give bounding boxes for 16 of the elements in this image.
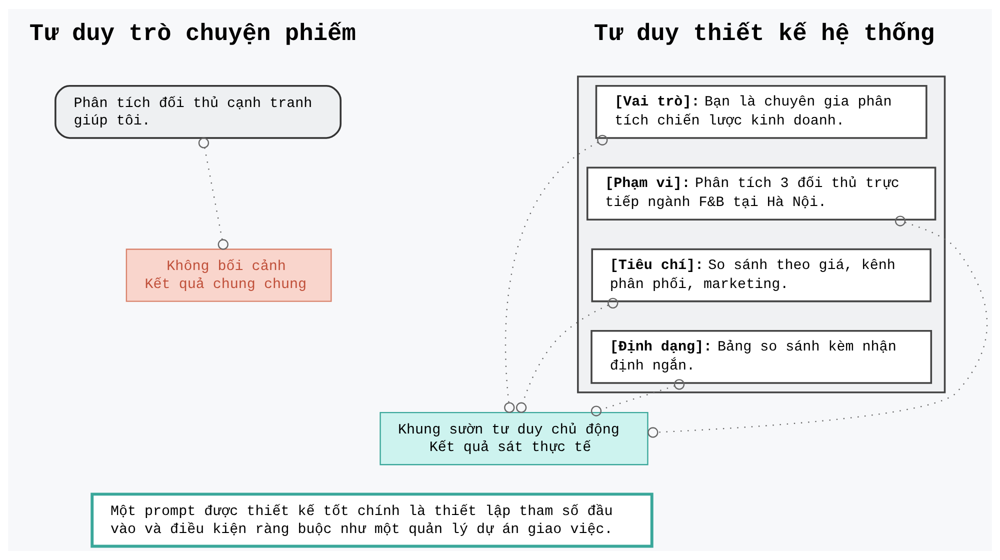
node-box: Khung sườn tư duy chủ động Kết quả sát thực tế bbox=[380, 412, 648, 466]
node-box: [Vai trò]: Bạn là chuyên gia phân tích chiến lược kinh doanh. bbox=[595, 85, 928, 139]
node-box: Không bối cảnh Kết quả chung chung bbox=[126, 248, 332, 302]
connector bbox=[516, 298, 618, 413]
node-box: [Tiêu chí]: So sánh theo giá, kênh phân phối, marketing. bbox=[591, 248, 932, 302]
node-box: [Phạm vi]: Phân tích 3 đối thủ trực tiếp ngành F&B tại Hà Nội. bbox=[586, 166, 936, 221]
connector bbox=[504, 134, 608, 413]
label: Tư duy thiết kế hệ thống bbox=[594, 20, 935, 48]
cluster bbox=[577, 76, 946, 394]
node-box: Phân tích đối thủ cạnh tranh giúp tôi. bbox=[54, 85, 342, 139]
connector bbox=[590, 379, 685, 416]
connector bbox=[648, 216, 988, 438]
node-box: Một prompt được thiết kế tốt chính là thiết lập tham số đầu vào và điều kiện ràng buộc như một quản lý dự án giao việc. bbox=[90, 492, 654, 548]
label: Tư duy trò chuyện phiếm bbox=[29, 20, 356, 48]
node-box: [Định dạng]: Bảng so sánh kèm nhận định ngắn. bbox=[590, 330, 932, 384]
connector bbox=[198, 138, 228, 250]
